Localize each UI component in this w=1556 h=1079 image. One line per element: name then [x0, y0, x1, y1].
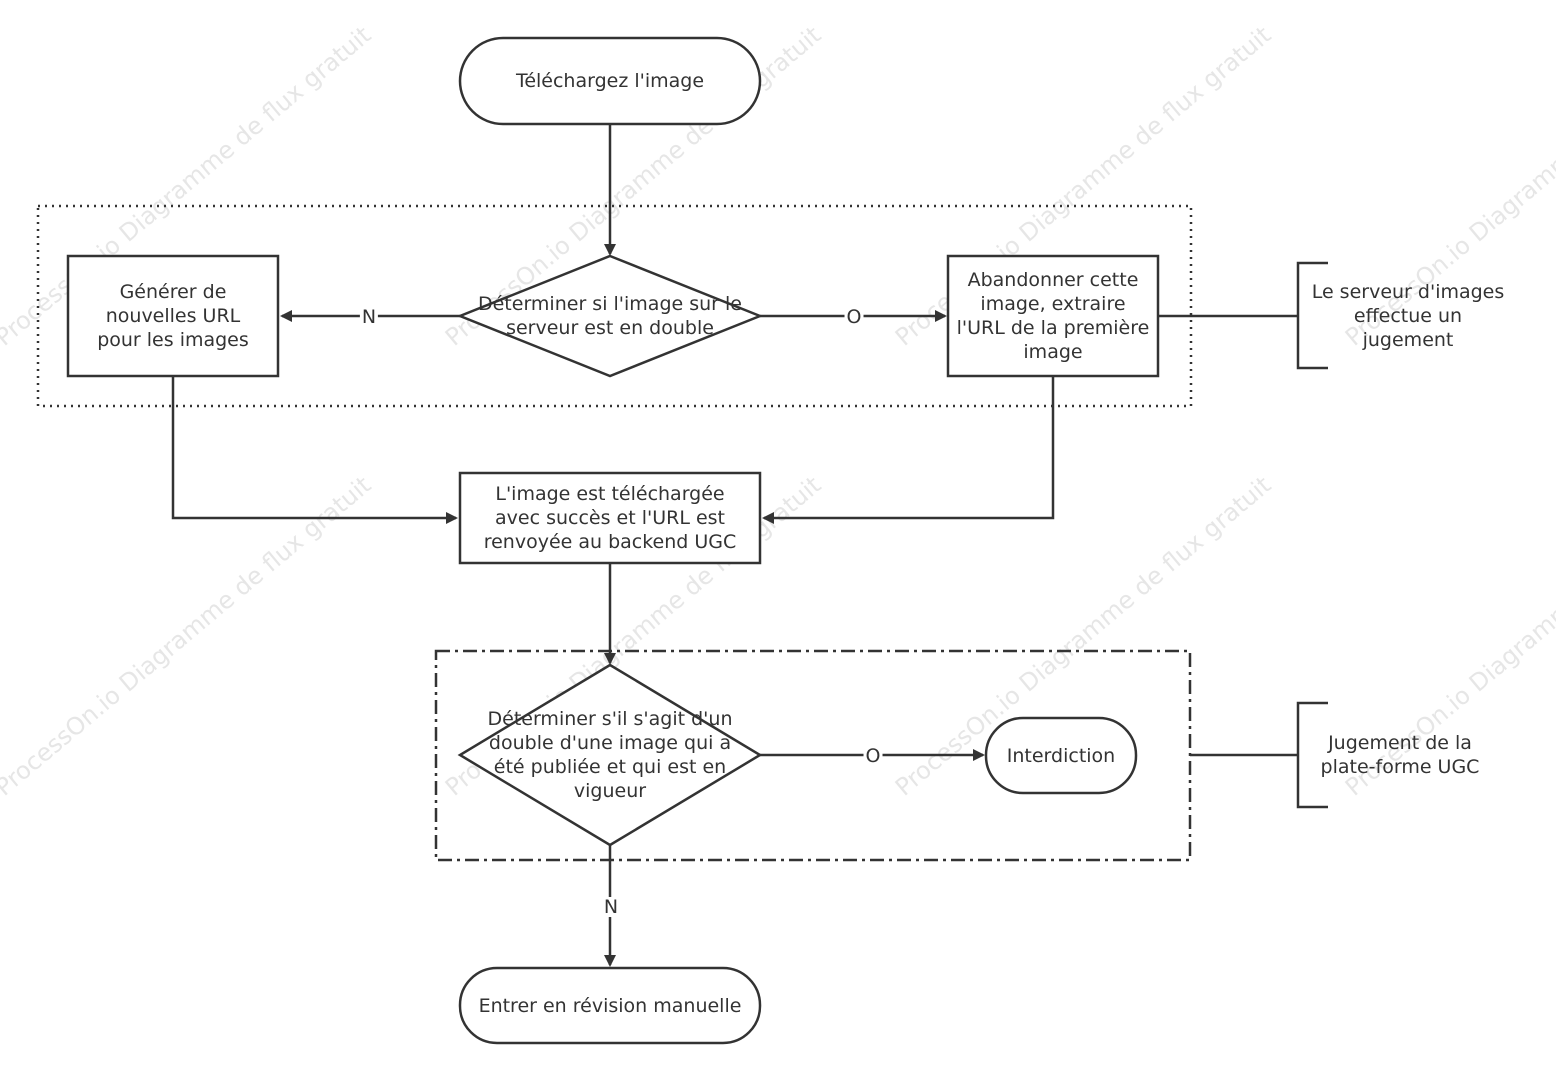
- upload-success-label: L'image est téléchargée avec succès et l…: [483, 483, 737, 553]
- annotation-bracket-ugc: [1296, 701, 1328, 809]
- manual-review-terminal: [458, 966, 762, 1045]
- interdiction-label: Interdiction: [1006, 744, 1116, 767]
- group-image-server: [36, 204, 1193, 408]
- edge-abandon-to-success: [762, 376, 1055, 524]
- decision-published-label: Déterminer s'il s'agit d'un double d'une…: [487, 708, 733, 802]
- decision-duplicate-diamond: [456, 254, 764, 378]
- abandon-image-label: Abandonner cette image, extraire l'URL d…: [956, 269, 1150, 363]
- interdiction-terminal: [984, 716, 1138, 795]
- start-label: Téléchargez l'image: [515, 70, 705, 92]
- annotation-image-server: Le serveur d'images effectue un jugement: [1311, 281, 1505, 351]
- decision-duplicate-label: Déterminer si l'image sur le serveur est…: [477, 293, 742, 339]
- annotation-bracket-server: [1296, 261, 1328, 370]
- edge-label-yes-right: O: [844, 306, 864, 328]
- annotation-ugc-platform: Jugement de la plate-forme UGC: [1320, 732, 1480, 778]
- abandon-image-box: [946, 254, 1160, 378]
- edge-label-no-down: N: [601, 896, 621, 918]
- edge-generate-to-success: [171, 376, 458, 524]
- edge-label-yes-interdiction: O: [863, 745, 883, 767]
- generate-url-label: Générer de nouvelles URL pour les images: [97, 281, 249, 351]
- edge-label-no-left: N: [359, 306, 379, 328]
- upload-success-box: [458, 471, 762, 565]
- manual-review-label: Entrer en révision manuelle: [478, 994, 742, 1017]
